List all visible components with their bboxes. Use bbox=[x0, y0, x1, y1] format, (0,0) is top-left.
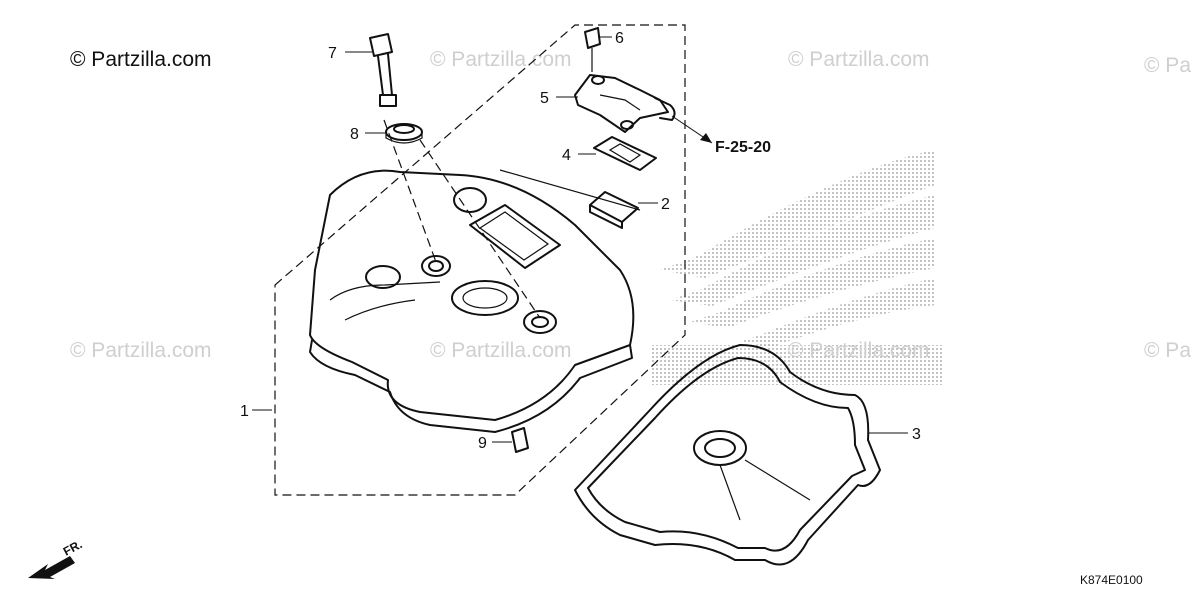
reference-code: F-25-20 bbox=[715, 139, 771, 156]
callout-2: 2 bbox=[661, 196, 670, 213]
callout-8: 8 bbox=[350, 126, 359, 143]
callout-6: 6 bbox=[615, 30, 624, 47]
part-8-washer bbox=[385, 123, 423, 144]
watermark: © Partzilla.com bbox=[70, 339, 212, 362]
assembly-line bbox=[419, 139, 541, 319]
part-3-head-cover-gasket bbox=[574, 344, 881, 566]
part-5-breather-cover bbox=[574, 74, 676, 133]
diagram-code: K874E0100 bbox=[1080, 573, 1143, 587]
watermark: © Partzilla.com bbox=[430, 48, 572, 71]
part-2-filter bbox=[589, 191, 639, 229]
front-label: FR. bbox=[61, 537, 85, 558]
assembly-line bbox=[383, 119, 437, 263]
part-7-stud-bolt bbox=[369, 33, 397, 107]
part-9-dowel bbox=[511, 427, 529, 453]
watermark: © Partzilla.com bbox=[788, 48, 930, 71]
watermark: © Partzilla.com bbox=[430, 339, 572, 362]
assembly-boundary bbox=[274, 24, 686, 496]
copyright-text: © Partzilla.com bbox=[70, 48, 212, 71]
front-direction-indicator: FR. bbox=[28, 537, 84, 579]
front-arrow-icon bbox=[28, 556, 75, 579]
callout-4: 4 bbox=[562, 147, 571, 164]
callout-3: 3 bbox=[912, 426, 921, 443]
watermark: © Pa bbox=[1144, 54, 1191, 77]
watermark: © Partzilla.com bbox=[788, 339, 930, 362]
watermark: © Pa bbox=[1144, 339, 1191, 362]
callout-1: 1 bbox=[240, 403, 249, 420]
part-6-bolt bbox=[584, 27, 601, 72]
part-1-cylinder-head-cover bbox=[309, 169, 641, 433]
callout-7: 7 bbox=[328, 45, 337, 62]
part-4-gasket bbox=[593, 136, 657, 171]
arrowhead-icon bbox=[700, 133, 712, 143]
callout-5: 5 bbox=[540, 90, 549, 107]
callout-9: 9 bbox=[478, 435, 487, 452]
